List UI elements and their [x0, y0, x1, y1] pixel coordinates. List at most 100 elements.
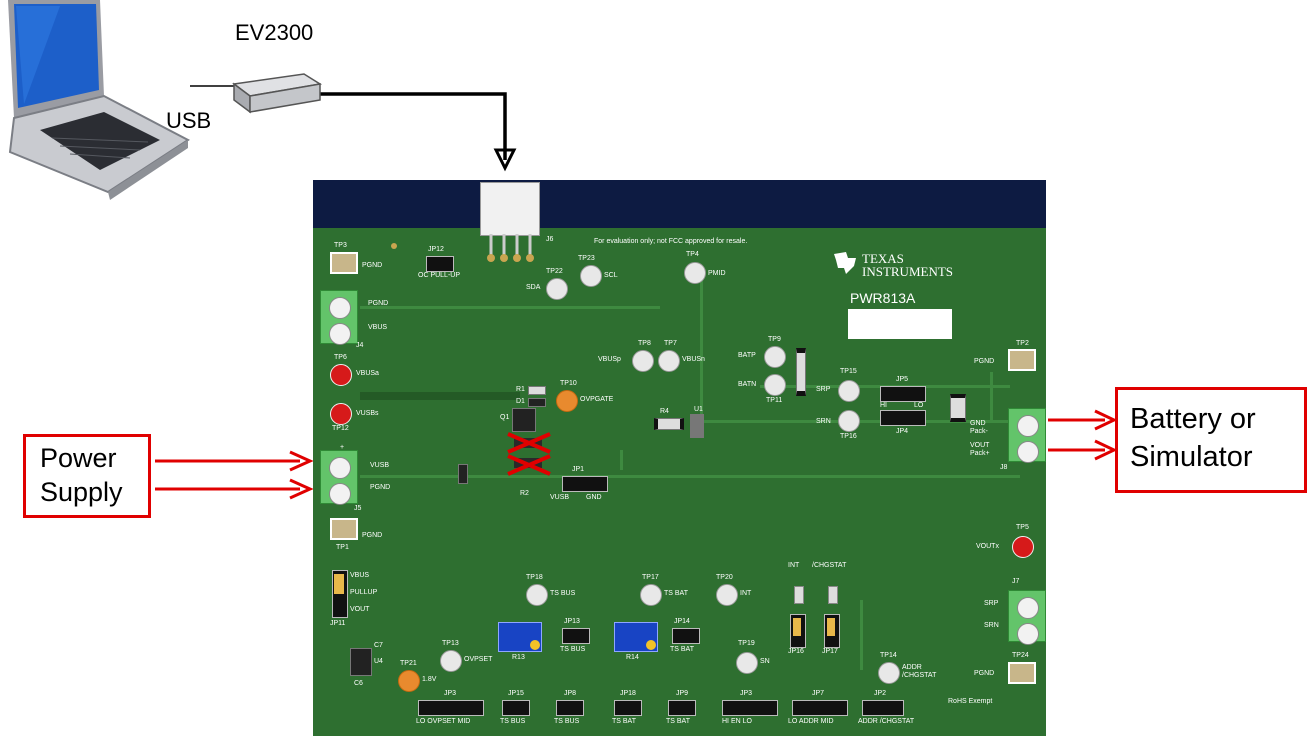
oc-pullup-label: OC PULL-UP [418, 272, 460, 280]
battery-simulator-label: Battery or Simulator [1130, 400, 1304, 476]
tp4-testpoint [684, 262, 706, 284]
vbusp-label: VBUSp [598, 356, 621, 364]
tp19-testpoint [736, 652, 758, 674]
tp13-testpoint [440, 650, 462, 672]
j5-label: J5 [354, 505, 361, 513]
board-name: PWR813A [850, 290, 915, 306]
srp-label: SRP [816, 386, 830, 394]
u4-chip [350, 648, 372, 676]
jp1-jumper [562, 476, 608, 492]
j7-srn-label: SRN [984, 622, 999, 630]
jp7-jumper [792, 700, 848, 716]
j4-pgnd-label: PGND [368, 300, 388, 308]
vbusa-label: VBUSa [356, 370, 379, 378]
jp17-shunt [827, 618, 835, 636]
jp4-label: JP4 [896, 428, 908, 436]
jp3-options: LO OVPSET MID [416, 718, 470, 726]
u1-chip [690, 414, 704, 438]
jp13-label: JP13 [564, 618, 580, 626]
jp17-label: JP17 [822, 648, 838, 656]
jp8-label: JP8 [564, 690, 576, 698]
jp9-options: TS BAT [666, 718, 690, 726]
ovpgate-label: OVPGATE [580, 396, 613, 404]
voutx-label: VOUTx [976, 543, 999, 551]
jp1-vusb-label: VUSB [550, 494, 569, 502]
tp10-label: TP10 [560, 380, 577, 388]
jp18-jumper [614, 700, 642, 716]
jp4-jumper [880, 410, 926, 426]
pgnd-br-label: PGND [974, 670, 994, 678]
tp6-label: TP6 [334, 354, 347, 362]
jp3-jumper [418, 700, 484, 716]
tp5-label: TP5 [1016, 524, 1029, 532]
tp4-label: TP4 [686, 251, 699, 259]
jp16-label: JP16 [788, 648, 804, 656]
tp3-pad [330, 252, 358, 274]
jp14-label: JP14 [674, 618, 690, 626]
jp9-jumper [668, 700, 696, 716]
d1-label: D1 [516, 398, 525, 406]
tp16-testpoint [838, 410, 860, 432]
j5-vusb-label: VUSB [370, 462, 389, 470]
tp11-label: TP11 [766, 397, 782, 405]
r-shunt [950, 394, 966, 422]
j4-terminal [320, 290, 358, 344]
usb-label: USB [166, 108, 211, 134]
board-label-area [848, 309, 952, 339]
tp22-testpoint [546, 278, 568, 300]
sn-label: SN [760, 658, 770, 666]
j7-srp-label: SRP [984, 600, 998, 608]
i2c-cable [318, 94, 505, 160]
jp2-jumper [862, 700, 904, 716]
jp1-label: JP1 [572, 466, 584, 474]
pmid-label: PMID [708, 270, 726, 278]
power-supply-label: Power Supply [40, 441, 148, 509]
battery-simulator-box: Battery or Simulator [1115, 387, 1307, 493]
tp21-label: TP21 [400, 660, 417, 668]
vbusn-label: VBUSn [682, 356, 705, 364]
tp16-label: TP16 [840, 433, 857, 441]
jp3-label: JP3 [444, 690, 456, 698]
tp7-label: TP7 [664, 340, 677, 348]
tp2-pad [1008, 349, 1036, 371]
tp20-testpoint [716, 584, 738, 606]
q1-label: Q1 [500, 414, 509, 422]
tp24-label: TP24 [1012, 652, 1029, 660]
tp22-label: TP22 [546, 268, 563, 276]
jp7-options: LO ADDR MID [788, 718, 834, 726]
vout-pack-label: VOUT Pack+ [970, 442, 990, 458]
power-supply-box: Power Supply [23, 434, 151, 518]
via-dot [391, 243, 397, 249]
tp8-testpoint [632, 350, 654, 372]
jp7-label: JP7 [812, 690, 824, 698]
tp3-label: TP3 [334, 242, 347, 250]
tp18-label: TP18 [526, 574, 543, 582]
batn-label: BATN [738, 381, 756, 389]
tp21-testpoint [398, 670, 420, 692]
rohs-label: RoHS Exempt [948, 698, 992, 706]
gnd-pack-label: GND Pack- [970, 420, 988, 436]
tp9-testpoint [764, 346, 786, 368]
r2-label: R2 [520, 490, 529, 498]
j4-label: J4 [356, 342, 363, 350]
tp6-testpoint [330, 364, 352, 386]
r14-label: R14 [626, 654, 639, 662]
led-int [794, 586, 804, 604]
jp5-lo-label: LO [914, 402, 923, 410]
pgnd-left-label: PGND [362, 532, 382, 540]
int-top-label: INT [788, 562, 799, 570]
chgstat-top-label: /CHGSTAT [812, 562, 846, 570]
tp17-label: TP17 [642, 574, 659, 582]
r-sense [796, 348, 806, 396]
sda-label: SDA [526, 284, 540, 292]
pgnd-right-label: PGND [974, 358, 994, 366]
ovpset-label: OVPSET [464, 656, 492, 664]
tp12-testpoint [330, 403, 352, 425]
removed-components-x-icon [504, 432, 554, 481]
tp14-testpoint [878, 662, 900, 684]
pgnd-label-tl: PGND [362, 262, 382, 270]
vout-label: VOUT [350, 606, 369, 614]
jp15-label: JP15 [508, 690, 524, 698]
jp1-gnd-label: GND [586, 494, 602, 502]
j8-label: J8 [1000, 464, 1007, 472]
